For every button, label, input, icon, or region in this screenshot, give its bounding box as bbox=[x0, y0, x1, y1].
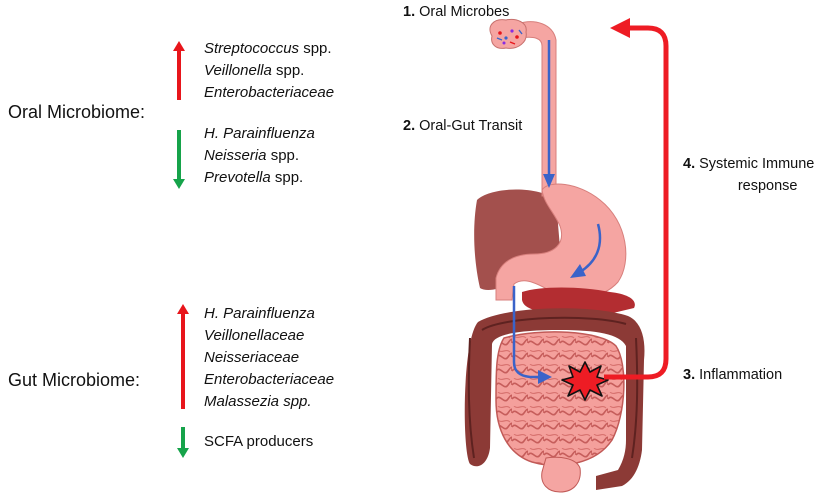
list-item: Enterobacteriaceae bbox=[204, 371, 335, 388]
down-arrow-icon bbox=[173, 130, 185, 189]
step-2-label: 2. Oral-Gut Transit bbox=[403, 118, 523, 134]
oral-microbiome-label: Oral Microbiome: bbox=[8, 102, 146, 122]
rectum bbox=[541, 456, 581, 493]
step-4-label: 4. Systemic Immune response bbox=[683, 156, 815, 194]
transit-arrow-icon bbox=[570, 223, 602, 278]
step-3-label: 3. Inflammation bbox=[683, 367, 783, 383]
gut-microbiome-label: Gut Microbiome: bbox=[8, 370, 141, 390]
list-item: Malassezia spp. bbox=[204, 393, 312, 410]
list-item: H. Parainfluenza bbox=[204, 125, 315, 142]
list-item: H. Parainfluenza bbox=[204, 305, 315, 322]
list-item: Neisseria spp. bbox=[204, 147, 300, 164]
oral-microbes-icon bbox=[496, 29, 523, 45]
small-intestine bbox=[495, 331, 625, 467]
gut-decreased-list: SCFA producers bbox=[204, 431, 313, 453]
step-1-label: 1. Oral Microbes bbox=[403, 4, 510, 20]
list-item: SCFA producers bbox=[204, 433, 314, 450]
oral-increased-list: Streptococcus spp. Veillonella spp. Ente… bbox=[204, 38, 334, 104]
list-item: Streptococcus spp. bbox=[204, 40, 332, 57]
up-arrow-icon bbox=[173, 41, 185, 100]
gut-increased-list: H. Parainfluenza Veillonellaceae Neisser… bbox=[204, 303, 334, 413]
mouth-icon bbox=[489, 19, 527, 49]
list-item: Enterobacteriaceae bbox=[204, 84, 335, 101]
list-item: Prevotella spp. bbox=[204, 169, 304, 186]
oral-decreased-list: H. Parainfluenza Neisseria spp. Prevotel… bbox=[204, 123, 315, 189]
systemic-feedback-arrow-icon bbox=[604, 18, 669, 380]
down-arrow-icon bbox=[177, 427, 189, 458]
list-item: Neisseriaceae bbox=[204, 349, 300, 366]
colon bbox=[464, 308, 645, 490]
stomach bbox=[495, 183, 627, 301]
inflammation-burst-icon bbox=[561, 361, 609, 401]
list-item: Veillonellaceae bbox=[204, 327, 305, 344]
transit-arrow-icon bbox=[512, 286, 552, 384]
esophagus bbox=[516, 21, 557, 197]
list-item: Veillonella spp. bbox=[204, 62, 305, 79]
transit-arrow-icon bbox=[543, 40, 555, 188]
up-arrow-icon bbox=[177, 304, 189, 409]
